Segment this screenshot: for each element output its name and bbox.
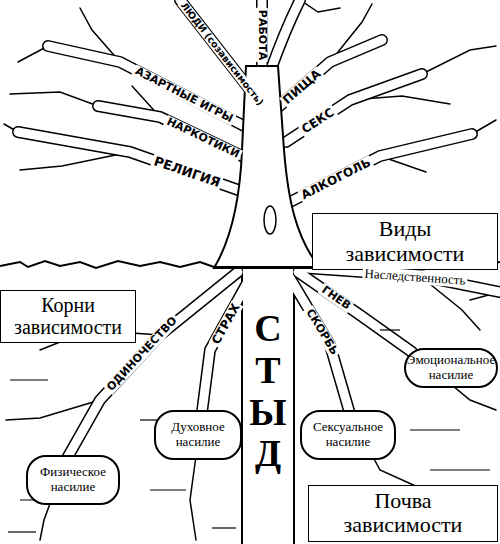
abuse-stone: Сексуальное насилие bbox=[300, 410, 396, 460]
abuse-stone: Эмоциональное насилие bbox=[404, 348, 498, 388]
branch-fills bbox=[18, 0, 500, 544]
box-text: Почва зависимости bbox=[319, 489, 487, 538]
tree-trunk bbox=[214, 66, 320, 268]
root-label: ГНЕВ bbox=[318, 283, 354, 313]
abuse-stone: Физическое насилие bbox=[26, 455, 120, 505]
box-text: Виды зависимости bbox=[323, 217, 487, 266]
abuse-stone: Духовное насилие bbox=[154, 410, 242, 460]
branch-label: РАБОТА bbox=[256, 8, 268, 62]
branch-label: СЕКС bbox=[298, 105, 338, 137]
caption-box: Виды зависимости bbox=[312, 213, 498, 270]
box-text: Духовное насилие bbox=[163, 420, 233, 449]
box-text: Корни зависимости bbox=[11, 294, 125, 339]
box-text: Физическое насилие bbox=[35, 465, 111, 494]
branch-label: ПИЩА bbox=[279, 66, 324, 108]
root-title: СТЫД bbox=[248, 308, 288, 475]
branch-label: РЕЛИГИЯ bbox=[150, 154, 224, 191]
caption-box: Почва зависимости bbox=[308, 485, 498, 542]
trunk-knot bbox=[264, 206, 276, 234]
root-label: СКОРБЬ bbox=[303, 305, 341, 358]
root-label: СТРАХ bbox=[209, 300, 243, 348]
branch-outlines bbox=[18, 0, 500, 544]
branch-label: АЛКОГОЛЬ bbox=[297, 155, 374, 203]
caption-box: Корни зависимости bbox=[0, 290, 136, 343]
box-text: Сексуальное насилие bbox=[309, 420, 387, 449]
box-text: Эмоциональное насилие bbox=[407, 353, 495, 382]
